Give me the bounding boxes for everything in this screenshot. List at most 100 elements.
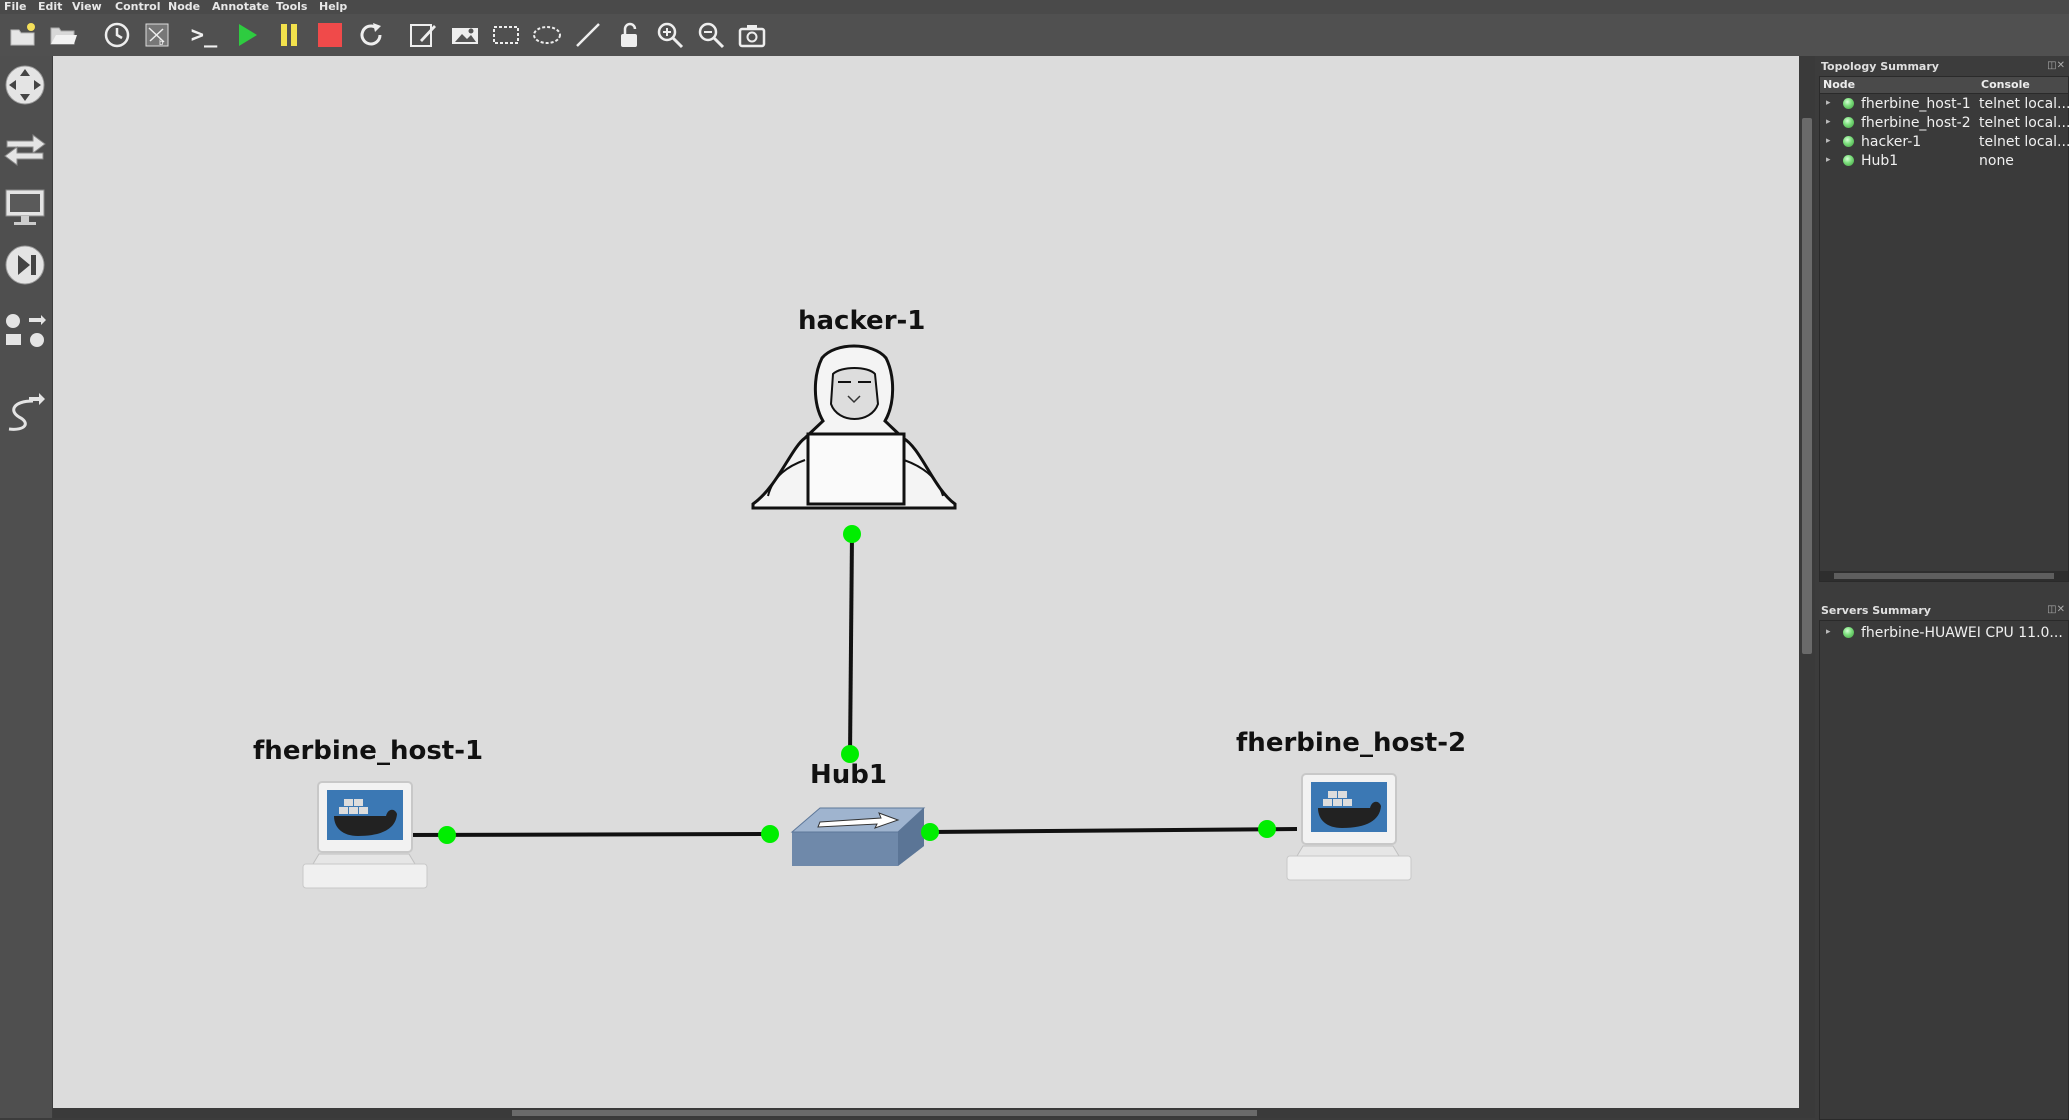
- column-node[interactable]: Node: [1823, 78, 1856, 91]
- draw-ellipse-icon: [533, 26, 561, 44]
- reload-all-button[interactable]: [354, 18, 388, 52]
- stop-all-button[interactable]: [313, 18, 347, 52]
- expand-arrow-icon[interactable]: ▸: [1826, 155, 1831, 165]
- link-endpoint-dot[interactable]: [438, 826, 456, 844]
- link-endpoint-dot[interactable]: [843, 525, 861, 543]
- browse-switches-button[interactable]: [2, 122, 48, 172]
- servers-summary-title: Servers Summary: [1821, 604, 1931, 617]
- menu-view[interactable]: View: [72, 0, 102, 13]
- browse-routers-button[interactable]: [2, 60, 48, 110]
- topology-summary-tree: Node Console ▸ fherbine_host-1 telnet lo…: [1819, 76, 2069, 582]
- link-endpoint-dot[interactable]: [921, 823, 939, 841]
- menu-node[interactable]: Node: [168, 0, 201, 13]
- row-node-name: fherbine_host-1: [1861, 96, 1971, 112]
- browse-all-devices-button[interactable]: [2, 306, 48, 356]
- dock-float-close-icon[interactable]: ◫✕: [2047, 604, 2065, 615]
- link-endpoint-dot[interactable]: [1258, 820, 1276, 838]
- expand-arrow-icon[interactable]: ▸: [1826, 98, 1831, 108]
- topology-row[interactable]: ▸ Hub1 none: [1820, 152, 2068, 171]
- router-icon: [5, 65, 45, 105]
- row-console: telnet local...: [1979, 115, 2069, 131]
- lock-button[interactable]: [612, 18, 646, 52]
- browse-end-devices-button[interactable]: [2, 182, 48, 232]
- console-all-button[interactable]: >_: [187, 18, 221, 52]
- draw-line-button[interactable]: [571, 18, 605, 52]
- node-hub1[interactable]: [790, 807, 926, 866]
- all-devices-icon: [6, 314, 46, 347]
- node-fherbine-host-1[interactable]: [302, 781, 428, 889]
- suspend-all-button[interactable]: [272, 18, 306, 52]
- open-project-button[interactable]: [46, 18, 80, 52]
- zoom-in-button[interactable]: [653, 18, 687, 52]
- scrollbar-thumb[interactable]: [1802, 118, 1812, 654]
- browse-security-devices-button[interactable]: [2, 240, 48, 290]
- scrollbar-thumb[interactable]: [512, 1110, 1257, 1116]
- monitor-icon: [5, 189, 45, 225]
- link-endpoint-dot[interactable]: [841, 745, 859, 763]
- add-note-button[interactable]: [406, 18, 440, 52]
- topology-summary-title: Topology Summary: [1821, 60, 1939, 73]
- node-label-fherbine-host-2[interactable]: fherbine_host-2: [1236, 728, 1467, 758]
- show-interfaces-button[interactable]: b: [140, 18, 174, 52]
- draw-ellipse-button[interactable]: [530, 18, 564, 52]
- menu-annotate[interactable]: Annotate: [212, 0, 270, 13]
- zoom-out-icon: [698, 22, 725, 49]
- insert-picture-button[interactable]: [448, 18, 482, 52]
- zoom-out-button[interactable]: [694, 18, 728, 52]
- menu-tools[interactable]: Tools: [276, 0, 308, 13]
- zoom-in-icon: [657, 22, 684, 49]
- menu-file[interactable]: File: [4, 0, 27, 13]
- topology-summary-header: Node Console: [1820, 77, 2068, 94]
- servers-summary-tree: ▸ fherbine-HUAWEI CPU 11.0...: [1819, 620, 2069, 1120]
- row-node-name: Hub1: [1861, 153, 1899, 169]
- scrollbar-thumb[interactable]: [1834, 573, 2054, 579]
- add-note-icon: [410, 24, 436, 47]
- node-label-hub1[interactable]: Hub1: [810, 760, 887, 790]
- expand-arrow-icon[interactable]: ▸: [1826, 136, 1831, 146]
- add-link-button[interactable]: [2, 386, 48, 436]
- node-label-hacker-1[interactable]: hacker-1: [798, 306, 926, 336]
- server-name: fherbine-HUAWEI CPU 11.0...: [1861, 625, 2063, 641]
- new-project-button[interactable]: [6, 18, 40, 52]
- menu-control[interactable]: Control: [115, 0, 161, 13]
- start-all-icon: [239, 24, 257, 46]
- menu-help[interactable]: Help: [319, 0, 348, 13]
- topology-row[interactable]: ▸ fherbine_host-2 telnet local...: [1820, 114, 2069, 133]
- column-console[interactable]: Console: [1981, 78, 2030, 91]
- start-all-button[interactable]: [230, 18, 264, 52]
- draw-rectangle-icon: [493, 26, 519, 44]
- topology-row[interactable]: ▸ hacker-1 telnet local...: [1820, 133, 2069, 152]
- console-all-icon: >_: [190, 22, 218, 48]
- expand-arrow-icon[interactable]: ▸: [1826, 117, 1831, 127]
- link-host1-hub[interactable]: [402, 832, 766, 837]
- open-project-icon: [50, 27, 77, 45]
- dock-float-close-icon[interactable]: ◫✕: [2047, 60, 2065, 71]
- row-node-name: hacker-1: [1861, 134, 1922, 150]
- topology-summary-hscrollbar[interactable]: [1820, 571, 2068, 581]
- canvas-vertical-scrollbar[interactable]: [1799, 56, 1815, 1118]
- snapshot-icon: [104, 22, 130, 48]
- stop-all-icon: [318, 23, 342, 47]
- draw-rectangle-button[interactable]: [489, 18, 523, 52]
- screenshot-button[interactable]: [735, 18, 769, 52]
- link-hacker-hub[interactable]: [848, 533, 854, 757]
- topology-canvas[interactable]: hacker-1 fherbine_host-1 Hub1 fherbine_h…: [53, 56, 1799, 1118]
- topology-row[interactable]: ▸ fherbine_host-1 telnet local...: [1820, 95, 2069, 114]
- row-console: none: [1979, 153, 2014, 169]
- device-dock: [0, 56, 52, 1118]
- link-hub-host2[interactable]: [929, 827, 1298, 834]
- show-interfaces-icon: b: [145, 23, 169, 47]
- firewall-icon: [5, 245, 45, 285]
- canvas-horizontal-scrollbar[interactable]: [53, 1108, 1799, 1118]
- server-row[interactable]: ▸ fherbine-HUAWEI CPU 11.0...: [1820, 624, 2068, 643]
- expand-arrow-icon[interactable]: ▸: [1826, 627, 1831, 637]
- menu-edit[interactable]: Edit: [38, 0, 63, 13]
- snapshot-button[interactable]: [100, 18, 134, 52]
- node-label-fherbine-host-1[interactable]: fherbine_host-1: [253, 736, 484, 766]
- menu-bar: File Edit View Control Node Annotate Too…: [0, 0, 2069, 14]
- row-node-name: fherbine_host-2: [1861, 115, 1971, 131]
- row-console: telnet local...: [1979, 134, 2069, 150]
- link-endpoint-dot[interactable]: [761, 825, 779, 843]
- node-fherbine-host-2[interactable]: [1286, 773, 1412, 881]
- node-hacker-1[interactable]: [751, 344, 957, 510]
